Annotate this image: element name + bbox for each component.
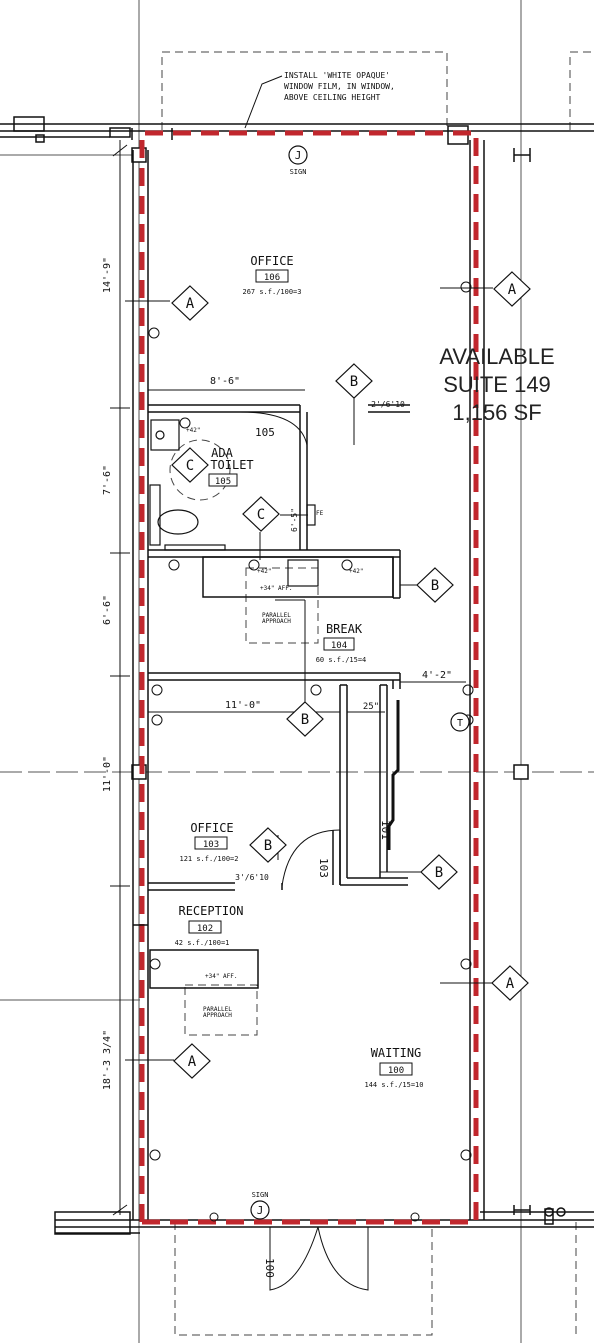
- room-name-break: BREAK: [326, 622, 363, 636]
- door-size-1: 2'/6'10: [371, 400, 405, 409]
- room-name-toilet: TOILET: [210, 458, 253, 472]
- desk-aff-label: +34" AFF.: [205, 973, 238, 980]
- elev-tag-b-3: B: [286, 701, 324, 737]
- grab-bar-label-2: +42": [257, 568, 271, 575]
- room-name-office-106: OFFICE: [250, 254, 293, 268]
- elev-tag-a-4: A: [173, 1043, 211, 1079]
- room-occ-104: 60 s.f./15=4: [316, 656, 367, 664]
- toilet-fixtures: [149, 419, 319, 587]
- window-film-note: INSTALL 'WHITE OPAQUE' WINDOW FILM, IN W…: [284, 71, 395, 102]
- dim-6-6: 6'-6": [102, 595, 113, 625]
- side-walls: [132, 140, 531, 1220]
- dim-6-5: 6'-5": [290, 508, 299, 532]
- dim-11-0-horizontal: 11'-0": [225, 700, 261, 711]
- door-swings: [239, 411, 369, 1291]
- svg-text:C: C: [186, 458, 194, 474]
- leader-lines: [125, 75, 493, 1061]
- fe-label: FE: [316, 510, 324, 517]
- note-line-3: ABOVE CEILING HEIGHT: [284, 93, 381, 102]
- window-outlines: [161, 51, 594, 1336]
- elev-tag-b-1: B: [335, 363, 373, 399]
- door-tag-103: 103: [317, 858, 330, 878]
- room-number-106: 106: [264, 273, 280, 283]
- dim-4-2: 4'-2": [422, 670, 452, 681]
- elev-tag-b-4: B: [249, 827, 287, 863]
- column-markers: [131, 147, 529, 780]
- dim-14-9: 14'-9": [102, 257, 113, 293]
- elev-tag-c-1: C: [171, 447, 209, 483]
- approach-label-2: APPROACH: [203, 1012, 232, 1019]
- room-number-100: 100: [388, 1066, 404, 1076]
- room-name-office-103: OFFICE: [190, 821, 233, 835]
- sign-symbol-bottom: SIGN J: [250, 1191, 270, 1220]
- fixture-labels: +42" +42" +42" FE +34" AFF. +34" AFF. PA…: [186, 427, 363, 1019]
- grab-bar-label-1: +42": [186, 427, 200, 434]
- svg-text:T: T: [457, 718, 463, 729]
- elev-tag-c-2: C: [242, 496, 280, 532]
- svg-text:A: A: [186, 296, 195, 312]
- svg-text:A: A: [506, 976, 515, 992]
- dim-11-0: 11'-0": [102, 756, 113, 792]
- room-occ-103: 121 s.f./100=2: [179, 855, 238, 863]
- room-name-ada: ADA: [211, 446, 233, 460]
- room-name-waiting: WAITING: [371, 1046, 422, 1060]
- counter-aff-label: +34" AFF.: [260, 585, 293, 592]
- dim-18-3-3-4: 18'-3 3/4": [102, 1030, 113, 1090]
- room-name-reception: RECEPTION: [178, 904, 243, 918]
- svg-text:B: B: [435, 865, 443, 881]
- closet-shelf: [387, 700, 400, 850]
- dim-8-6: 8'-6": [210, 376, 240, 387]
- door-size-2: 3'/6'10: [235, 873, 269, 882]
- room-occ-102: 42 s.f./100=1: [175, 939, 230, 947]
- svg-text:J: J: [295, 149, 302, 162]
- room-number-103: 103: [203, 840, 219, 850]
- note-line-2: WINDOW FILM, IN WINDOW,: [284, 82, 395, 91]
- dim-7-6: 7'-6": [102, 465, 113, 495]
- svg-text:J: J: [257, 1204, 264, 1217]
- elev-tag-a-2: A: [493, 271, 531, 307]
- dim-25-inch: 25": [363, 702, 379, 712]
- room-occ-106: 267 s.f./100=3: [242, 288, 301, 296]
- parallel-label-1: PARALLEL: [262, 612, 291, 619]
- interior-walls: [133, 404, 410, 989]
- door-tag-101: 101: [379, 820, 392, 840]
- approach-label-1: APPROACH: [262, 618, 291, 625]
- svg-text:B: B: [264, 838, 272, 854]
- door-tag-100: 100: [263, 1258, 276, 1278]
- room-number-104: 104: [331, 641, 347, 651]
- thermostat-symbol: T: [450, 712, 470, 732]
- available-suite-label: AVAILABLE SUITE 149 1,156 SF: [439, 344, 554, 425]
- elevation-tags: A A B C C B B B B A A: [171, 271, 531, 1079]
- svg-text:B: B: [350, 374, 358, 390]
- available-line-1: AVAILABLE: [439, 344, 554, 369]
- sign-symbol-top: J SIGN: [288, 145, 308, 176]
- room-labels: OFFICE 106 267 s.f./100=3 ADA TOILET 105…: [175, 254, 424, 1089]
- sign-label-top: SIGN: [290, 168, 307, 176]
- svg-text:A: A: [508, 282, 517, 298]
- room-occ-100: 144 s.f./15=10: [364, 1081, 423, 1089]
- svg-text:C: C: [257, 507, 265, 523]
- note-line-1: INSTALL 'WHITE OPAQUE': [284, 71, 390, 80]
- available-line-3: 1,156 SF: [452, 400, 541, 425]
- elev-tag-b-2: B: [416, 567, 454, 603]
- grab-bar-label-3: +42": [349, 568, 363, 575]
- door-tag-105: 105: [255, 426, 275, 439]
- dimension-text: 14'-9" 7'-6" 6'-6" 11'-0" 18'-3 3/4" 8'-…: [102, 257, 452, 1090]
- door-tags: 105 103 101 100: [255, 426, 392, 1278]
- elev-tag-a-1: A: [171, 285, 209, 321]
- svg-text:B: B: [431, 578, 439, 594]
- room-number-102: 102: [197, 924, 213, 934]
- room-number-105: 105: [215, 477, 231, 487]
- sign-label-bottom: SIGN: [252, 1191, 269, 1199]
- svg-text:A: A: [188, 1054, 197, 1070]
- parallel-label-2: PARALLEL: [203, 1006, 232, 1013]
- available-line-2: SUITE 149: [443, 372, 551, 397]
- elev-tag-a-3: A: [491, 965, 529, 1001]
- electrical-symbols: [148, 281, 474, 1222]
- svg-text:B: B: [301, 712, 309, 728]
- elev-tag-b-5: B: [420, 854, 458, 890]
